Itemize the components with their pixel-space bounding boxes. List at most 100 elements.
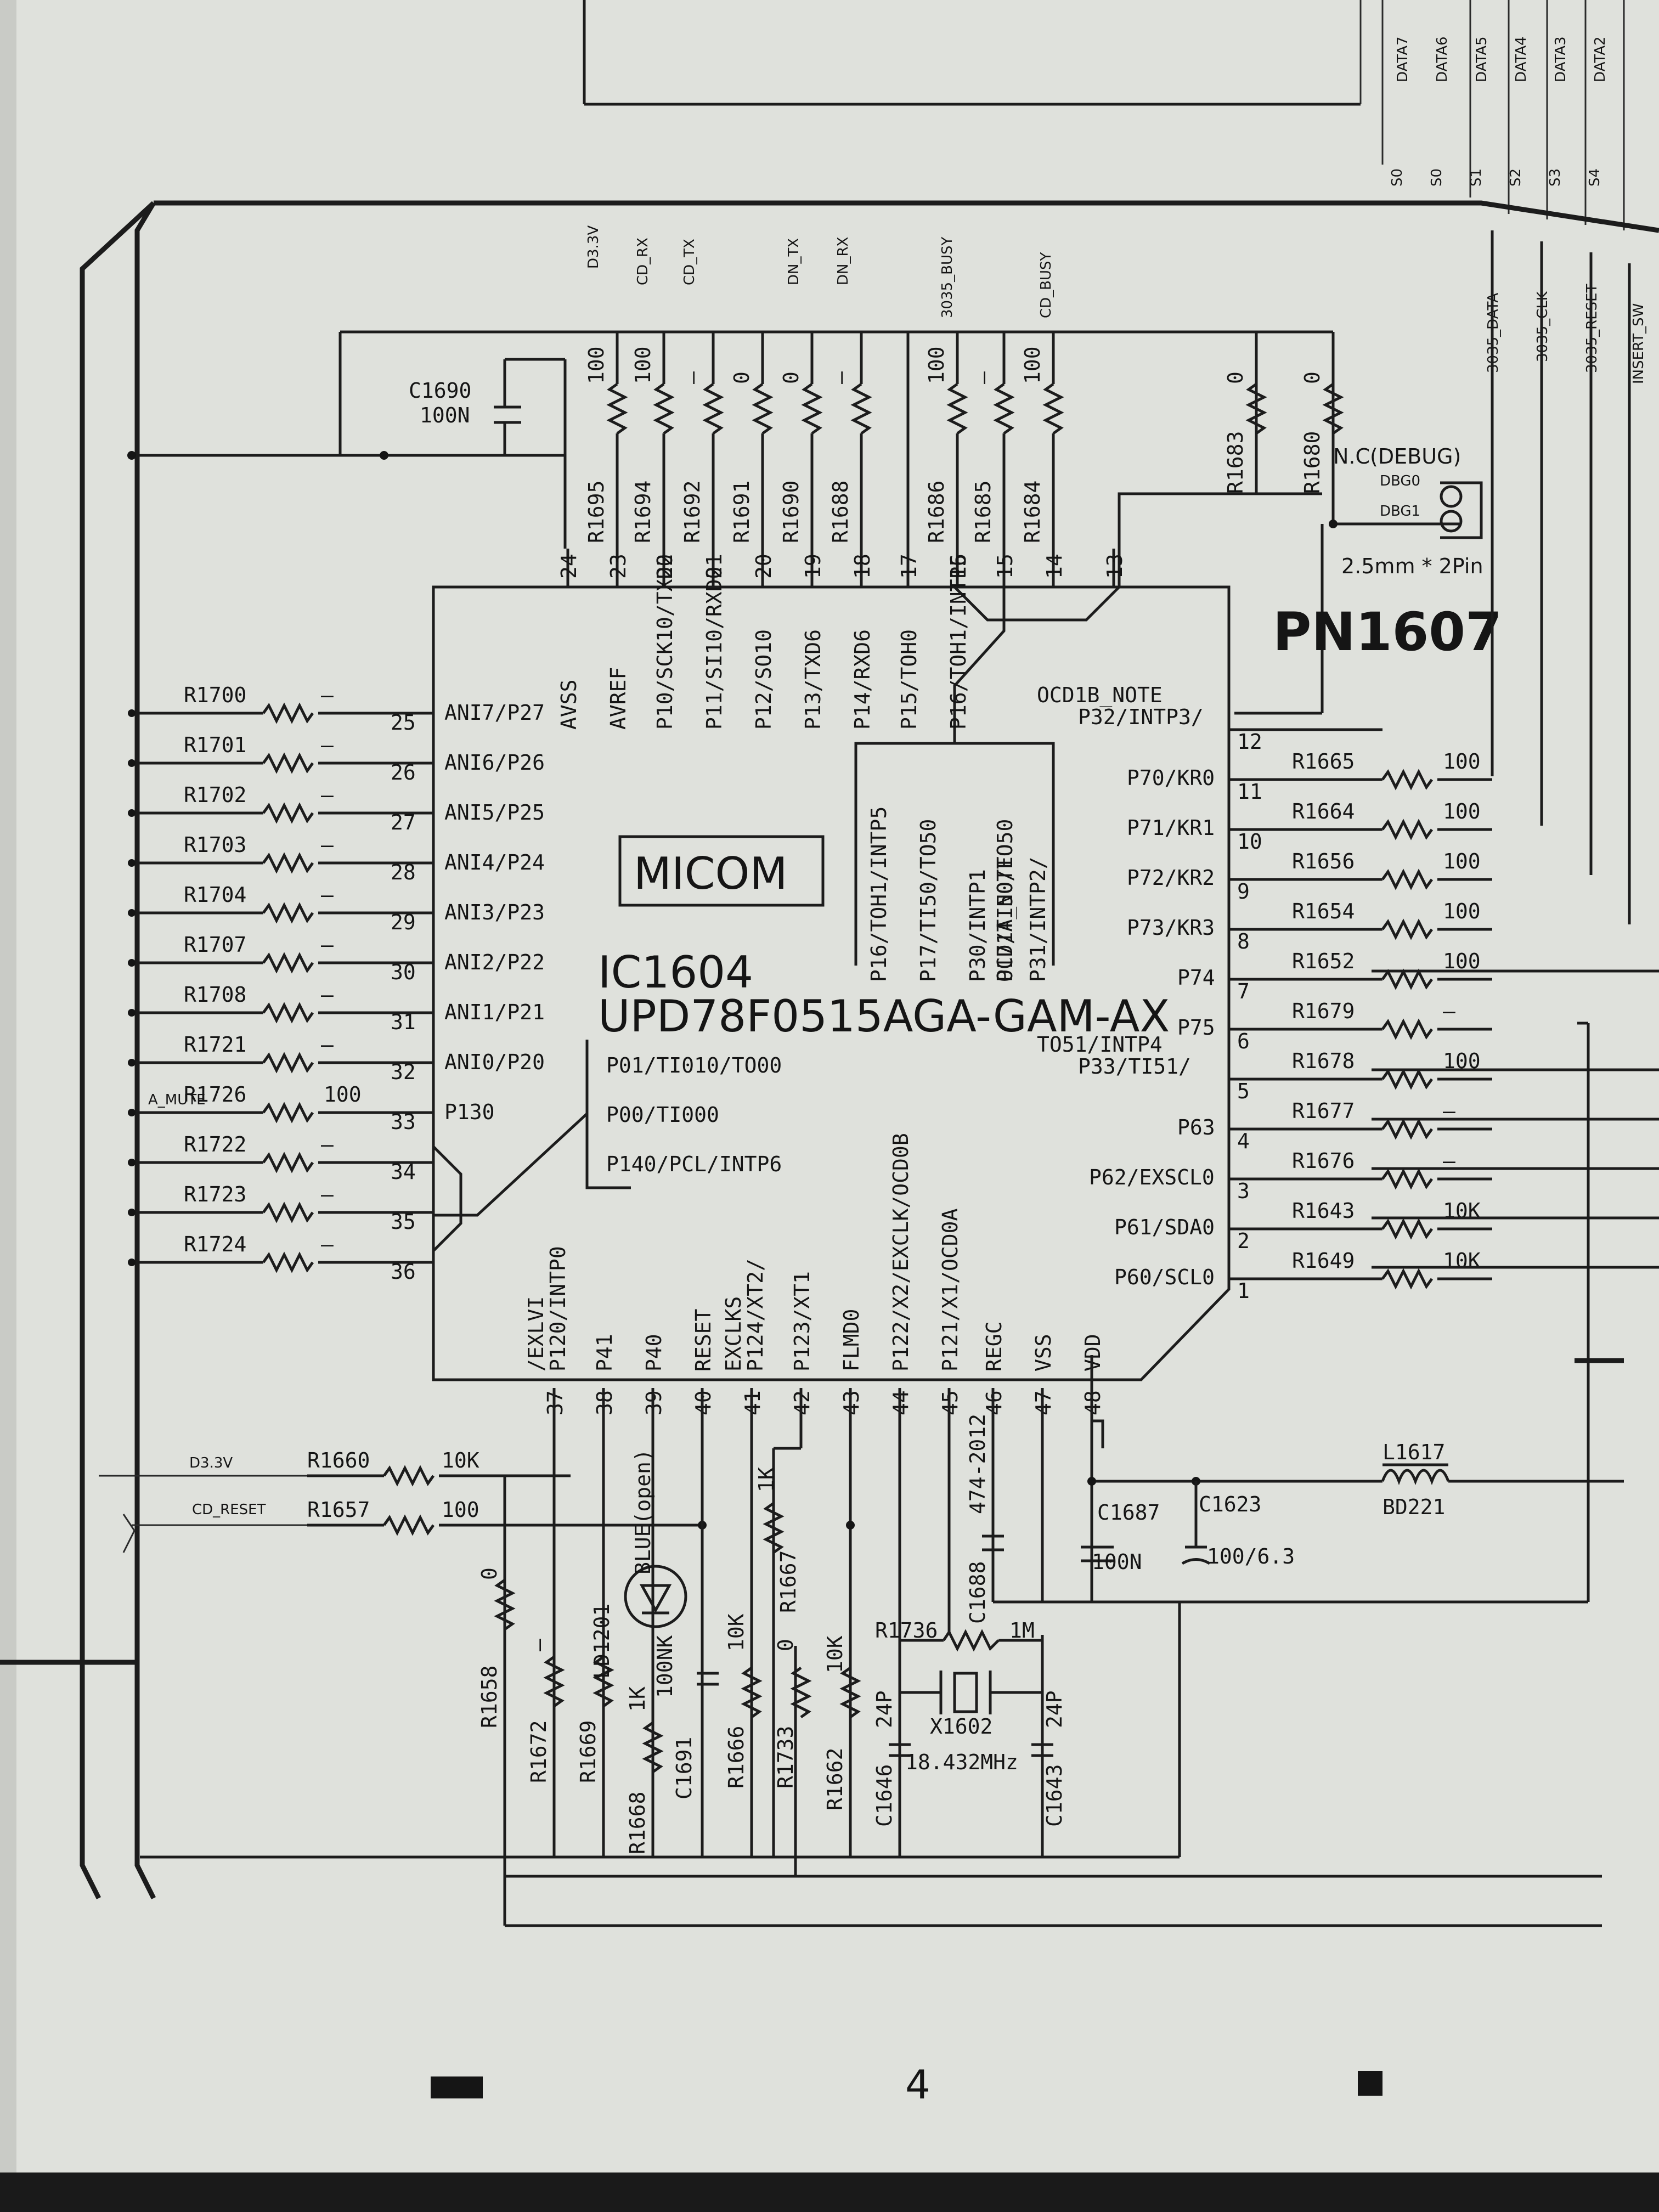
pin-name: P74	[1177, 966, 1215, 990]
resistor-value: 0	[779, 371, 803, 384]
part-label: 10K	[724, 1613, 748, 1651]
bottom-part-labels: R16580R1672—R1669LD1201BLUE(open)R16681K…	[477, 1414, 1445, 1854]
resistor-r1657	[382, 1514, 435, 1536]
pin-name: P63	[1177, 1115, 1215, 1139]
net-label-cd-reset: CD_RESET	[192, 1502, 266, 1518]
connector-reference: PN1607	[1273, 601, 1502, 663]
pin-number: 4	[1237, 1129, 1250, 1153]
registration-mark-left	[431, 2076, 483, 2098]
resistor-value: —	[321, 883, 334, 907]
pin-name: ANI0/P20	[444, 1050, 545, 1074]
top-net-label: DATA6	[1434, 36, 1451, 82]
junction-dot	[128, 759, 136, 767]
top-net-sub-label: S1	[1468, 168, 1485, 187]
resistor-ref: R1723	[184, 1182, 246, 1206]
pin-name: P31/INTP2/	[1026, 856, 1050, 982]
resistor-r1708	[262, 1002, 314, 1024]
net-label-d3v3: D3.3V	[189, 1455, 233, 1471]
resistor-value: 10K	[1443, 1249, 1481, 1273]
junction-dot	[1329, 520, 1338, 528]
junction-dot	[128, 1259, 136, 1266]
resistor-r1724	[262, 1251, 314, 1273]
part-label: 100/6.3	[1207, 1544, 1295, 1568]
pin-name: ANI7/P27	[444, 701, 545, 725]
part-label: C1646	[872, 1764, 896, 1827]
junction-dot	[380, 451, 388, 460]
resistor-r1722	[262, 1152, 314, 1173]
resistor-r1726	[262, 1102, 314, 1124]
resistor-ref: R1686	[924, 481, 949, 543]
resistor-value: 100	[1443, 749, 1481, 774]
resistor-ref: R1703	[184, 833, 246, 857]
resistor-r1678	[1381, 1068, 1434, 1090]
bottom-resistor	[592, 1655, 614, 1708]
pin-number: 29	[391, 910, 416, 934]
bottom-resistor	[790, 1666, 812, 1719]
resistor-r1688	[850, 382, 872, 435]
pin-name: RESET	[691, 1309, 715, 1372]
pin-name: /EXLVI	[524, 1296, 548, 1372]
part-label: 1K	[625, 1686, 650, 1712]
vertical-net-label: 3035_BUSY	[939, 236, 956, 318]
vertical-net-label: CD_BUSY	[1038, 252, 1054, 318]
led-symbol	[639, 1584, 672, 1613]
ic-body	[432, 585, 1231, 1381]
pin-number: 21	[702, 554, 726, 579]
part-label: C1691	[672, 1737, 696, 1799]
top-net-sub-label: S2	[1508, 168, 1524, 187]
resistor-r1679	[1381, 1018, 1434, 1040]
part-label: R1672	[527, 1720, 551, 1783]
connector-size: 2.5mm * 2Pin	[1341, 554, 1483, 578]
part-label: R1668	[625, 1792, 650, 1854]
pin-name: P120/INTP0	[546, 1246, 570, 1372]
ic-reference: IC1604	[598, 947, 753, 998]
resistor-ref: R1685	[971, 481, 995, 543]
resistor-r1703	[262, 852, 314, 874]
c1690-value: 100N	[420, 403, 470, 427]
resistor-r1701	[262, 752, 314, 774]
pin-name: TO51/INTP4	[1037, 1032, 1163, 1057]
resistor-value: 100	[442, 1498, 479, 1522]
vertical-net-label: D3.3V	[585, 225, 602, 269]
pin-name: P14/RXD6	[850, 629, 874, 730]
top-net-sub-label: S0	[1389, 168, 1406, 187]
resistor-r1656	[1381, 868, 1434, 890]
resistor-value: —	[321, 1182, 334, 1206]
resistor-ref: R1680	[1300, 431, 1324, 494]
connector-note: N.C(DEBUG)	[1333, 444, 1461, 469]
bottom-resistor	[763, 1502, 785, 1554]
resistor-r1694	[653, 382, 675, 435]
pin-number: 13	[1103, 554, 1127, 579]
resistor-ref: R1652	[1292, 949, 1355, 973]
resistor-ref: R1726	[184, 1082, 246, 1107]
pin-name: P140/PCL/INTP6	[606, 1152, 782, 1176]
pin-name: ANI6/P26	[444, 751, 545, 775]
resistor-ref: R1690	[779, 481, 803, 543]
resistor-value: 100	[1020, 346, 1045, 384]
bus-top-rail	[154, 200, 1659, 233]
debug-link	[953, 492, 1322, 622]
resistor-r1692	[702, 382, 724, 435]
pin-name: REGC	[982, 1321, 1006, 1372]
resistor-value: —	[971, 371, 995, 384]
c1690-ref: C1690	[409, 379, 471, 403]
junction-dot	[128, 1159, 136, 1166]
resistor-r1691	[752, 382, 774, 435]
bus-left-outer	[80, 201, 156, 1900]
resistor-value: 100	[1443, 949, 1481, 973]
pin-name: P71/KR1	[1127, 816, 1215, 840]
part-label: LD1201	[590, 1604, 614, 1679]
resistor-r1704	[262, 902, 314, 924]
pin-name: P130	[444, 1100, 495, 1124]
resistor-value: 100	[1443, 849, 1481, 873]
resistor-value: —	[1443, 999, 1455, 1023]
resistor-value: —	[321, 1232, 334, 1256]
resistor-value: 0	[1223, 371, 1248, 384]
pin-name: ANI5/P25	[444, 800, 545, 825]
pin-name: P73/KR3	[1127, 916, 1215, 940]
pin-name: ANI1/P21	[444, 1000, 545, 1024]
pin-number: 8	[1237, 929, 1250, 953]
resistor-ref: R1707	[184, 933, 246, 957]
